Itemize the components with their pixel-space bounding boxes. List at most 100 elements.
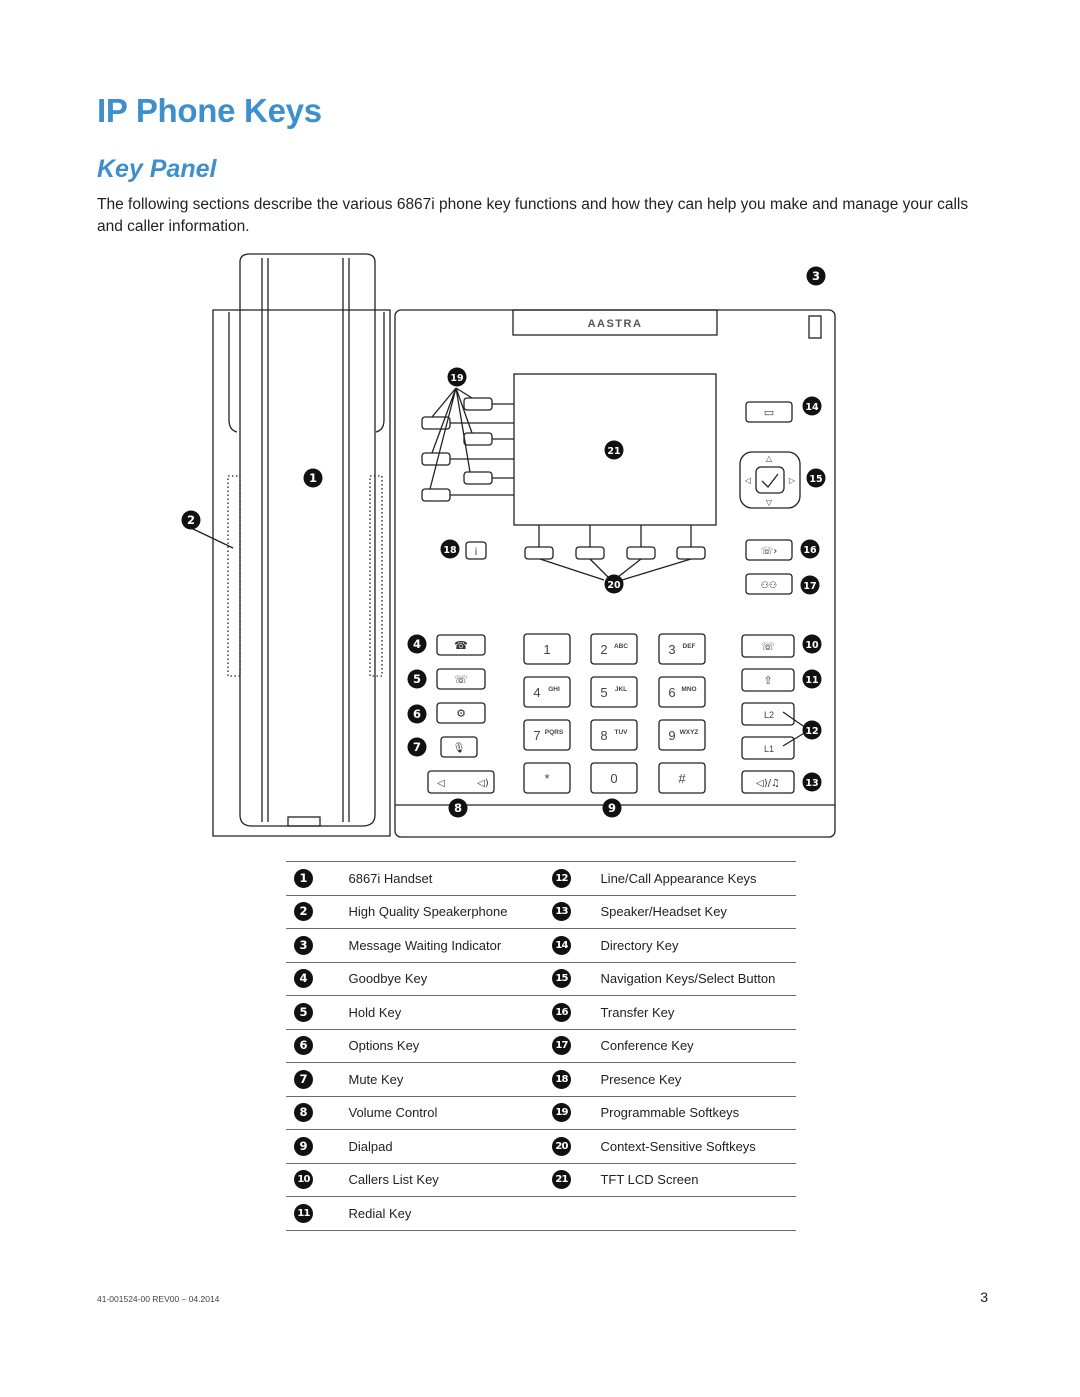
legend-left-number: 11 xyxy=(294,1203,313,1223)
callout-number: 17 xyxy=(803,581,816,592)
dialpad-letters: MNO xyxy=(681,686,696,693)
legend-left-number: 2 xyxy=(294,902,313,922)
dialpad-digit: # xyxy=(678,771,686,786)
legend-right-number: 15 xyxy=(552,969,572,989)
callers-list-icon: ☏ xyxy=(761,640,775,653)
callout-marker: 10 xyxy=(802,634,822,654)
mute-icon: 🎙 xyxy=(453,742,466,754)
dialpad-letters: TUV xyxy=(615,729,629,736)
legend-right-number: 20 xyxy=(552,1136,572,1156)
redial-key xyxy=(741,668,795,692)
legend-left-number: 7 xyxy=(294,1069,313,1089)
dialpad-digit: 1 xyxy=(543,642,550,657)
callout-number: 20 xyxy=(607,580,621,591)
dialpad-digit: 2 xyxy=(600,642,607,657)
page-title: IP Phone Keys xyxy=(97,92,322,129)
dialpad-letters: JKL xyxy=(615,686,627,693)
down-arrow-icon: ▽ xyxy=(766,498,773,507)
legend-left-label: 6867i Handset xyxy=(348,870,433,886)
intro-paragraph: The following sections describe the vari… xyxy=(97,196,969,235)
callout-number: 11 xyxy=(805,675,818,686)
legend-right-number: 19 xyxy=(552,1103,572,1123)
legend-right-label: Directory Key xyxy=(600,937,679,953)
legend-right-number: 17 xyxy=(552,1036,572,1056)
callout-marker: 9 xyxy=(602,798,622,818)
dialpad-letters: PQRS xyxy=(545,729,564,736)
section-title: Key Panel xyxy=(97,155,217,183)
callout-marker: 19 xyxy=(447,367,467,387)
callout-number: 6 xyxy=(413,707,421,721)
dialpad-digit: 6 xyxy=(668,685,675,700)
line-key-l1-label: L1 xyxy=(764,744,774,754)
callout-number: 10 xyxy=(805,640,819,651)
callout-number: 21 xyxy=(607,446,620,457)
callout-marker: 20 xyxy=(604,574,624,594)
callers-list-key xyxy=(741,634,795,658)
callout-number: 18 xyxy=(443,545,457,556)
callout-number: 15 xyxy=(809,474,822,485)
lcd-screen xyxy=(513,373,717,526)
volume-up-icon: ◁) xyxy=(477,778,489,789)
legend-left-number: 3 xyxy=(294,935,313,955)
legend-right-number: 12 xyxy=(552,868,572,888)
callout-marker: 1 xyxy=(303,468,323,488)
goodbye-icon: ☎ xyxy=(454,639,468,652)
legend-left-label: High Quality Speakerphone xyxy=(348,904,508,920)
legend-left-number: 9 xyxy=(294,1136,313,1156)
book-icon: ▭ xyxy=(764,406,774,419)
legend-right-number: 16 xyxy=(552,1002,572,1022)
phone-diagram: ▭ i ☏› ⚇⚇ ☎ ☏ ⚙ 🎙 ◁ ◁) ☏ ⇧ ◁)/♫ △ ▽ ◁ ▷ … xyxy=(181,253,836,838)
gear-icon: ⚙ xyxy=(456,707,466,720)
callout-number: 7 xyxy=(413,740,421,754)
legend-left-label: Redial Key xyxy=(348,1205,412,1221)
callout-number: 4 xyxy=(413,637,421,651)
dialpad-digit: 8 xyxy=(600,728,607,743)
options-key xyxy=(436,702,486,724)
line-key-l2-label: L2 xyxy=(764,710,774,720)
legend-right-label: Programmable Softkeys xyxy=(600,1105,740,1121)
legend-right-label: Conference Key xyxy=(600,1038,694,1054)
handset xyxy=(239,253,376,827)
volume-control xyxy=(427,770,495,794)
dialpad-digit: 9 xyxy=(668,728,675,743)
callout-number: 14 xyxy=(805,402,819,413)
legend-left-label: Volume Control xyxy=(348,1105,438,1121)
mute-key xyxy=(440,736,478,758)
info-icon: i xyxy=(475,547,478,558)
legend-right-label: Transfer Key xyxy=(600,1004,675,1020)
callout-number: 16 xyxy=(803,545,817,556)
dialpad-digit: 7 xyxy=(533,728,540,743)
speaker-headset-key xyxy=(741,770,795,794)
legend-left-label: Hold Key xyxy=(348,1004,402,1020)
dialpad-digit: 0 xyxy=(610,771,617,786)
legend-right-label: Speaker/Headset Key xyxy=(600,904,727,920)
speaker-icon: ◁)/♫ xyxy=(756,778,780,789)
callout-marker: 6 xyxy=(407,704,427,724)
dialpad-letters: GHI xyxy=(548,686,560,693)
callout-marker: 8 xyxy=(448,798,468,818)
callout-number: 1 xyxy=(309,471,317,485)
callout-marker: 16 xyxy=(800,539,820,559)
callout-marker: 14 xyxy=(802,396,822,416)
redial-icon: ⇧ xyxy=(763,674,772,687)
callout-marker: 12 xyxy=(802,720,822,740)
callout-number: 2 xyxy=(187,513,195,527)
hold-key xyxy=(436,668,486,690)
legend-right-label: Presence Key xyxy=(600,1071,682,1087)
transfer-icon: ☏› xyxy=(761,546,778,557)
volume-down-icon: ◁ xyxy=(437,778,445,789)
legend-right-label: Navigation Keys/Select Button xyxy=(600,971,776,987)
legend-left-label: Goodbye Key xyxy=(348,971,428,987)
dialpad xyxy=(523,633,706,794)
callout-marker: 4 xyxy=(407,634,427,654)
dialpad-letters: DEF xyxy=(683,643,696,650)
legend-left-label: Callers List Key xyxy=(348,1172,439,1188)
legend-right-number: 13 xyxy=(552,902,572,922)
navigation-keys xyxy=(739,451,801,509)
